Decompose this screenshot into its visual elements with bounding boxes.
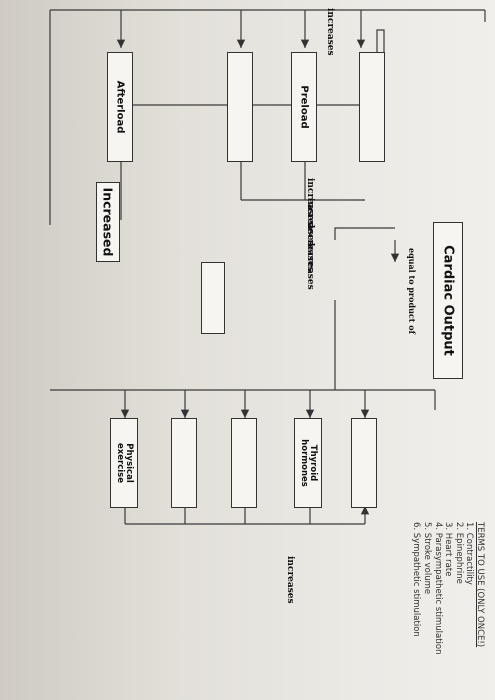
increases-top-label: increases [325, 8, 335, 56]
terms-heading: TERMS TO USE (ONLY ONCE!) [475, 522, 485, 648]
left-blank-box[interactable] [227, 52, 253, 162]
preload-box: Preload [291, 52, 317, 162]
physical-exercise-box: Physical exercise [110, 418, 138, 508]
term-6: 6. Sympathetic stimulation [411, 522, 422, 637]
term-2: 2. Epinephrine [453, 522, 464, 584]
afterload-box: Afterload [107, 52, 133, 162]
increased-label: Increased [100, 187, 116, 257]
thyroid-hormones-box: Thyroid hormones [294, 418, 322, 508]
afterload-label: Afterload [114, 80, 126, 134]
cardiac-output-title: Cardiac Output [440, 245, 456, 356]
right-blank-box-2[interactable] [171, 418, 197, 508]
middle-blank-box[interactable] [201, 262, 225, 334]
term-4: 4. Parasympathetic stimulation [432, 522, 443, 655]
increased-box: Increased [96, 182, 120, 262]
thyroid-hormones-label: Thyroid hormones [299, 439, 318, 487]
stroke-volume-blank-box[interactable] [359, 52, 385, 162]
equal-to-product-label: equal to product of [407, 248, 417, 335]
right-blank-box-1[interactable] [231, 418, 257, 508]
heart-rate-blank-box[interactable] [351, 418, 377, 508]
term-1: 1. Contractility [464, 522, 475, 585]
cardiac-output-title-box: Cardiac Output [433, 222, 463, 379]
terms-to-use-list: TERMS TO USE (ONLY ONCE!) 1. Contractili… [411, 522, 485, 654]
term-3: 3. Heart rate [443, 522, 454, 577]
decreases-line [334, 227, 395, 240]
increases-right-label: increases [285, 556, 295, 604]
preload-label: Preload [298, 85, 310, 129]
term-5: 5. Stroke volume [422, 522, 433, 595]
decreases-label-2: decreases [305, 240, 315, 290]
physical-exercise-label: Physical exercise [115, 443, 134, 483]
